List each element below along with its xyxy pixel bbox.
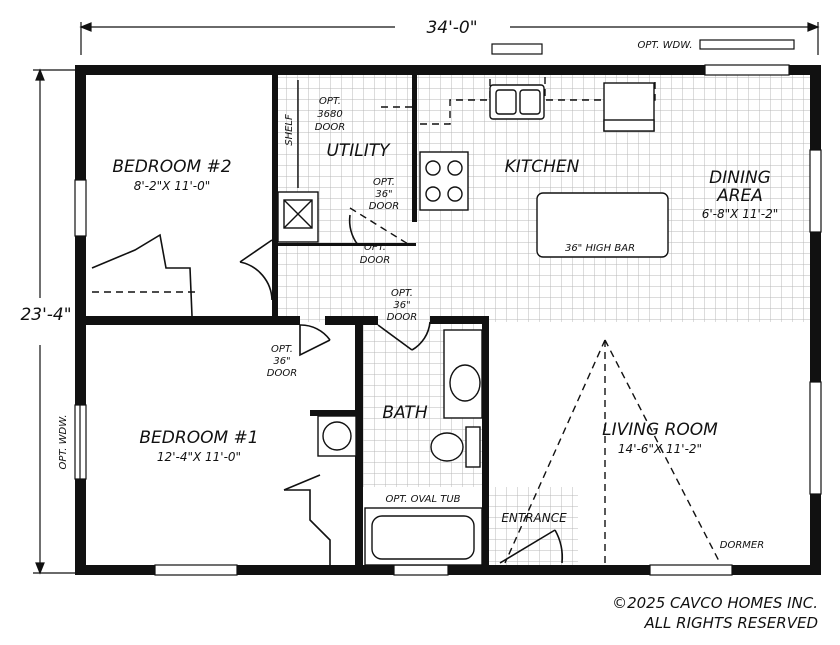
dormer-label: DORMER [720, 540, 764, 551]
opt-window-left-label: OPT. WDW. [58, 414, 69, 469]
utility-fixtures [277, 80, 319, 243]
opt-36-door-bed1-line2: 36" [273, 356, 290, 367]
shelf-label: SHELF [284, 114, 295, 146]
dining-name-line1: DINING [709, 168, 771, 188]
overall-width-label: 34'-0" [426, 18, 477, 38]
opt-window-top-label: OPT. WDW. [637, 40, 692, 51]
opt-36-door-utility-line1: OPT. [373, 177, 395, 188]
opt-36-door-hall-line2: 36" [393, 300, 410, 311]
bedroom2-size: 8'-2"X 11'-0" [134, 179, 211, 193]
bedroom2-name: BEDROOM #2 [112, 157, 231, 177]
opt-door-utility-line1: OPT. [364, 242, 386, 253]
high-bar-label: 36" HIGH BAR [565, 243, 635, 254]
island-bar [536, 192, 669, 258]
opt-3680-door-line1: OPT. [319, 96, 341, 107]
opt-oval-tub-label: OPT. OVAL TUB [385, 494, 460, 505]
living-room-name: LIVING ROOM [602, 420, 718, 440]
entrance-label: ENTRANCE [501, 511, 567, 525]
interior-walls [86, 72, 489, 567]
kitchen-fixtures [419, 82, 669, 258]
opt-3680-door-line3: DOOR [315, 122, 345, 133]
opt-36-door-utility-line3: DOOR [369, 201, 399, 212]
opt-36-door-hall-line3: DOOR [387, 312, 417, 323]
dining-name-line2: AREA [716, 186, 763, 206]
bath-fixtures [317, 329, 483, 566]
kitchen-name: KITCHEN [505, 157, 580, 177]
windows [74, 39, 822, 576]
copyright-line1: ©2025 CAVCO HOMES INC. [612, 594, 818, 612]
copyright-notice: ©2025 CAVCO HOMES INC. ALL RIGHTS RESERV… [612, 593, 818, 633]
toilet [430, 432, 464, 462]
bath-name: BATH [382, 403, 427, 423]
depth-dimension-line [33, 68, 75, 575]
width-dimension-line [79, 22, 820, 55]
opt-36-door-hall-line1: OPT. [391, 288, 413, 299]
opt-door-utility-line2: DOOR [360, 255, 390, 266]
copyright-line2: ALL RIGHTS RESERVED [644, 614, 818, 632]
overall-depth-label: 23'-4" [20, 305, 71, 325]
bedroom1-size: 12'-4"X 11'-0" [157, 450, 241, 464]
opt-36-door-utility-line2: 36" [375, 189, 392, 200]
door-swings [91, 214, 564, 565]
opt-36-door-bed1-line1: OPT. [271, 344, 293, 355]
bedroom1-name: BEDROOM #1 [139, 428, 258, 448]
opt-3680-door-line2: 3680 [317, 109, 342, 120]
opt-36-door-bed1-line3: DOOR [267, 368, 297, 379]
utility-name: UTILITY [326, 141, 391, 161]
range [419, 151, 469, 211]
dining-size: 6'-8"X 11'-2" [702, 207, 779, 221]
living-room-size: 14'-6"X 11'-2" [618, 442, 702, 456]
